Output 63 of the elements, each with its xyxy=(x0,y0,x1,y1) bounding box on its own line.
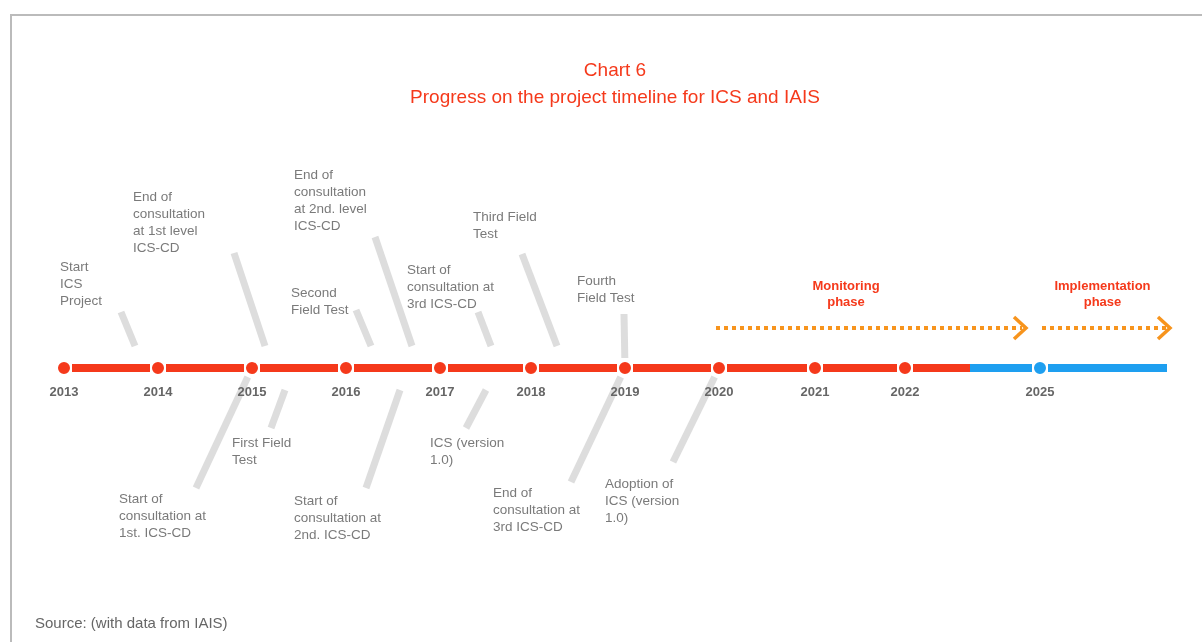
year-label: 2021 xyxy=(799,384,831,399)
timeline-segment xyxy=(448,364,523,372)
event-label: Adoption of ICS (version 1.0) xyxy=(605,475,685,526)
leader-line xyxy=(462,388,490,430)
leader-line xyxy=(117,310,139,348)
year-label: 2018 xyxy=(515,384,547,399)
chart-number: Chart 6 xyxy=(582,58,648,82)
year-label: 2016 xyxy=(330,384,362,399)
event-label: Second Field Test xyxy=(291,284,366,318)
leader-line xyxy=(567,375,624,484)
event-label: Start of consultation at 1st. ICS-CD xyxy=(119,490,229,541)
timeline-segment xyxy=(913,364,1032,372)
timeline-segment xyxy=(72,364,150,372)
leader-line xyxy=(669,375,718,464)
timeline-dot xyxy=(56,360,72,376)
event-label: ICS (version 1.0) xyxy=(430,434,510,468)
timeline-segment xyxy=(166,364,244,372)
timeline-dot xyxy=(523,360,539,376)
event-label: Start of consultation at 3rd ICS-CD xyxy=(407,261,502,312)
event-label: First Field Test xyxy=(232,434,302,468)
phase-label: Implementation phase xyxy=(1053,278,1152,310)
event-label: End of consultation at 1st level ICS-CD xyxy=(133,188,218,256)
chart-title: Progress on the project timeline for ICS and IAIS xyxy=(409,85,821,109)
event-label: Start ICS Project xyxy=(60,258,105,309)
leader-line xyxy=(518,252,561,348)
year-label: 2020 xyxy=(703,384,735,399)
leader-line xyxy=(352,308,375,348)
timeline-dot xyxy=(897,360,913,376)
source-note: Source: (with data from IAIS) xyxy=(35,614,228,631)
year-label: 2014 xyxy=(142,384,174,399)
leader-line xyxy=(192,375,251,490)
timeline-dot xyxy=(617,360,633,376)
event-label: Start of consultation at 2nd. ICS-CD xyxy=(294,492,404,543)
year-label: 2017 xyxy=(424,384,456,399)
timeline-dot xyxy=(1032,360,1048,376)
leader-line xyxy=(474,310,495,348)
timeline-segment xyxy=(260,364,338,372)
timeline-segment xyxy=(633,364,711,372)
timeline-dot xyxy=(244,360,260,376)
timeline-segment xyxy=(823,364,897,372)
timeline-dot xyxy=(432,360,448,376)
event-label: Fourth Field Test xyxy=(577,272,642,306)
event-label: End of consultation at 3rd ICS-CD xyxy=(493,484,593,535)
timeline-dot xyxy=(807,360,823,376)
timeline-segment xyxy=(727,364,807,372)
year-label: 2013 xyxy=(48,384,80,399)
timeline-dot xyxy=(150,360,166,376)
leader-line xyxy=(267,388,289,430)
year-label: 2025 xyxy=(1024,384,1056,399)
timeline-dot xyxy=(711,360,727,376)
leader-line xyxy=(230,251,269,348)
timeline-segment xyxy=(539,364,617,372)
timeline-segment xyxy=(354,364,432,372)
leader-line xyxy=(371,235,416,348)
event-label: Third Field Test xyxy=(473,208,538,242)
leader-line xyxy=(620,313,629,359)
year-label: 2022 xyxy=(889,384,921,399)
event-label: End of consultation at 2nd. level ICS-CD xyxy=(294,166,379,234)
year-label: 2019 xyxy=(609,384,641,399)
timeline-dot xyxy=(338,360,354,376)
phase-label: Monitoring phase xyxy=(811,278,881,310)
year-label: 2015 xyxy=(236,384,268,399)
leader-line xyxy=(362,388,404,490)
